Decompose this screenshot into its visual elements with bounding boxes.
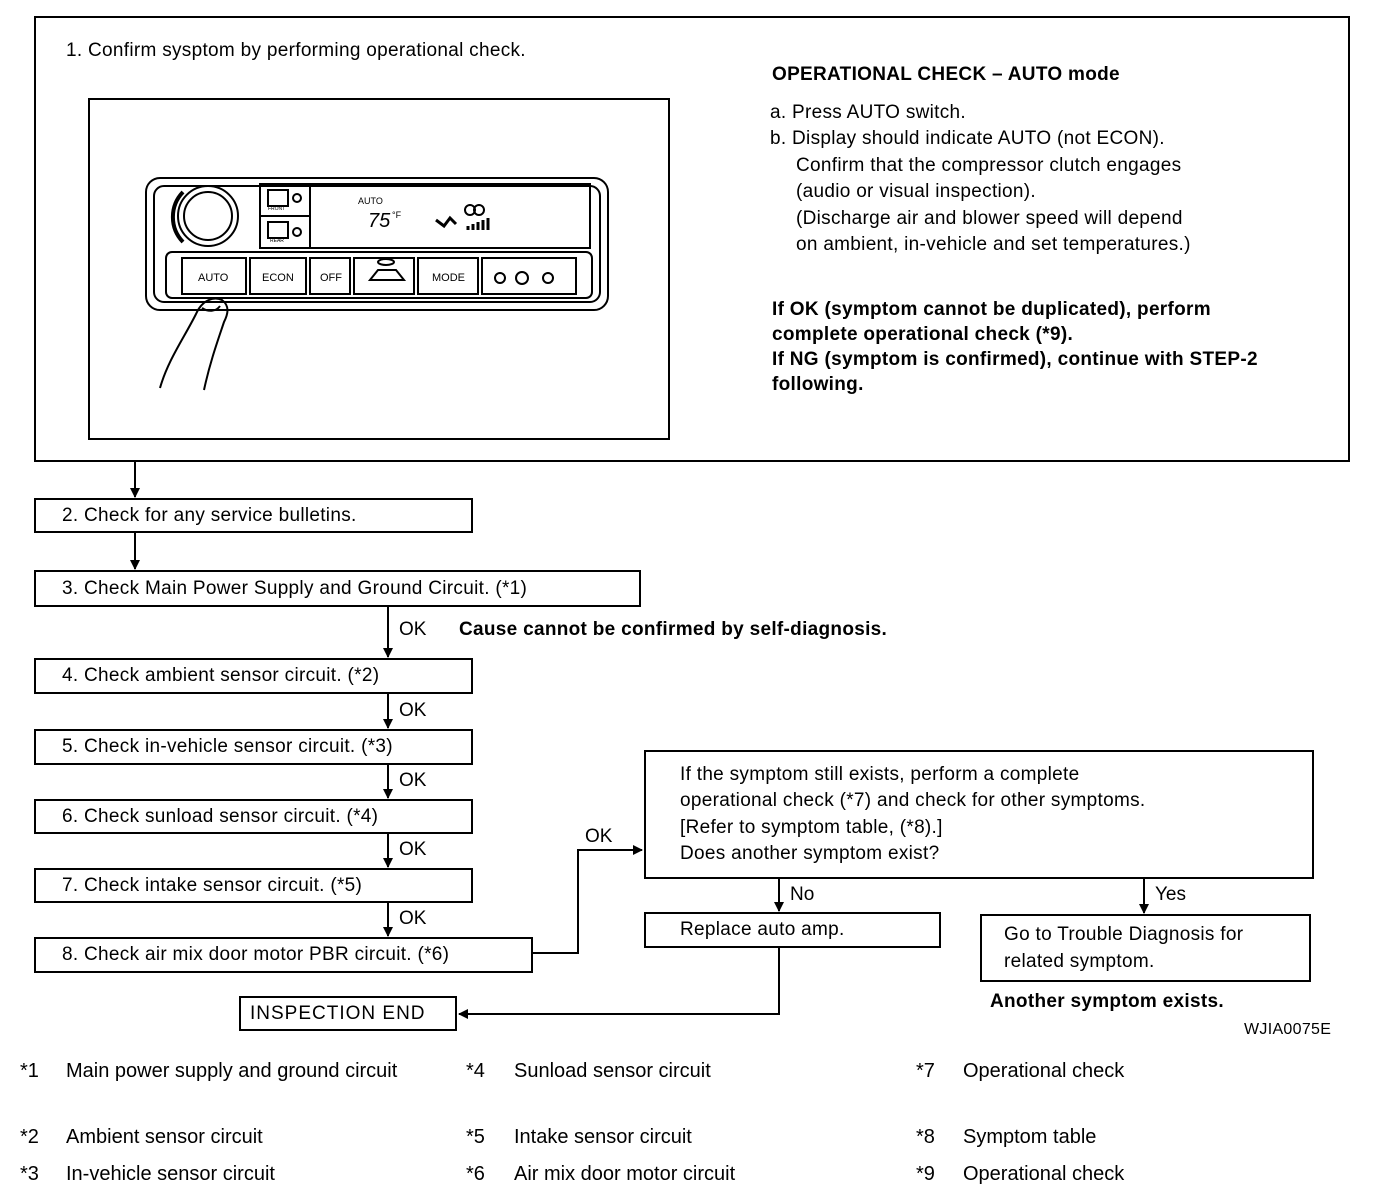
result-line-1: If OK (symptom cannot be duplicated), pe… <box>772 299 1211 320</box>
footnote-text-2: Ambient sensor circuit <box>66 1126 263 1148</box>
footnote-text-7: Operational check <box>963 1060 1125 1082</box>
display-mode-text: AUTO <box>358 196 383 206</box>
replace-label: Replace auto amp. <box>680 919 845 940</box>
trouble-diagnosis-box: Go to Trouble Diagnosis for related symp… <box>980 914 1311 982</box>
step2-label: 2. Check for any service bulletins. <box>62 504 357 526</box>
front-defrost-label: FRONT <box>268 206 286 212</box>
result-line-2: complete operational check (*9). <box>772 324 1074 345</box>
question-line-1: If the symptom still exists, perform a c… <box>680 764 1080 785</box>
footnote-key-3: *3 <box>20 1163 39 1185</box>
yes-label: Yes <box>1155 884 1186 905</box>
no-label: No <box>790 884 815 905</box>
arrow-replace-end <box>458 947 780 1019</box>
ok-label-7-8: OK <box>399 908 427 929</box>
footnote-text-8: Symptom table <box>963 1126 1097 1148</box>
footnote-key-6: *6 <box>466 1163 485 1185</box>
result-line-3: If NG (symptom is confirmed), continue w… <box>772 349 1258 370</box>
auto-button-label: AUTO <box>198 272 229 284</box>
step3-label: 3. Check Main Power Supply and Ground Ci… <box>62 577 528 599</box>
check-line-b5: on ambient, in-vehicle and set temperatu… <box>796 234 1191 255</box>
trouble-line-2: related symptom. <box>1004 951 1155 972</box>
display-unit: °F <box>392 210 402 220</box>
inspection-end-box: INSPECTION END <box>239 996 457 1031</box>
step8-box: 8. Check air mix door motor PBR circuit.… <box>34 937 533 973</box>
cause-note: Cause cannot be confirmed by self-diagno… <box>459 619 888 640</box>
display-temperature: 75 <box>368 210 391 232</box>
step4-box: 4. Check ambient sensor circuit. (*2) <box>34 658 473 694</box>
footnote-text-1: Main power supply and ground circuit <box>66 1060 398 1082</box>
footnote-text-5: Intake sensor circuit <box>514 1126 692 1148</box>
arrow-8-question <box>532 845 643 954</box>
question-line-4: Does another symptom exist? <box>680 843 940 864</box>
econ-button-label: ECON <box>262 272 294 284</box>
check-line-b3: (audio or visual inspection). <box>796 181 1036 202</box>
step2-box: 2. Check for any service bulletins. <box>34 498 473 533</box>
question-box: If the symptom still exists, perform a c… <box>644 750 1314 879</box>
check-line-b2: Confirm that the compressor clutch engag… <box>796 155 1182 176</box>
check-line-b4: (Discharge air and blower speed will dep… <box>796 208 1183 229</box>
mode-button-label: MODE <box>432 272 465 284</box>
off-button-label: OFF <box>320 272 342 284</box>
trouble-line-1: Go to Trouble Diagnosis for <box>1004 924 1244 945</box>
step8-label: 8. Check air mix door motor PBR circuit.… <box>62 944 450 965</box>
step6-box: 6. Check sunload sensor circuit. (*4) <box>34 799 473 834</box>
ok-label-6-7: OK <box>399 839 427 860</box>
inspection-end-label: INSPECTION END <box>250 1002 426 1024</box>
footnote-key-4: *4 <box>466 1060 485 1082</box>
step6-label: 6. Check sunload sensor circuit. (*4) <box>62 805 379 827</box>
another-symptom-note: Another symptom exists. <box>990 991 1224 1012</box>
footnote-key-9: *9 <box>916 1163 935 1185</box>
control-panel-illustration: AUTO 75 °F FRONT REAR AUTO ECON OFF MODE <box>88 98 670 440</box>
step3-box: 3. Check Main Power Supply and Ground Ci… <box>34 570 641 607</box>
footnote-key-5: *5 <box>466 1126 485 1148</box>
ok-label-8-question: OK <box>585 826 613 847</box>
question-line-2: operational check (*7) and check for oth… <box>680 790 1146 811</box>
check-line-a: a. Press AUTO switch. <box>770 102 967 123</box>
rear-defrost-label: REAR <box>270 238 284 244</box>
footnote-key-1: *1 <box>20 1060 39 1082</box>
check-line-b: b. Display should indicate AUTO (not ECO… <box>770 128 1165 149</box>
replace-auto-amp-box: Replace auto amp. <box>644 912 941 948</box>
ok-label-3-4: OK <box>399 619 427 640</box>
step1-title: 1. Confirm sysptom by performing operati… <box>66 40 526 61</box>
result-line-4: following. <box>772 374 864 395</box>
step5-label: 5. Check in-vehicle sensor circuit. (*3) <box>62 736 393 757</box>
step7-label: 7. Check intake sensor circuit. (*5) <box>62 874 363 896</box>
footnote-text-6: Air mix door motor circuit <box>514 1163 736 1185</box>
ok-label-4-5: OK <box>399 700 427 721</box>
step1-box: 1. Confirm sysptom by performing operati… <box>34 16 1350 462</box>
figure-id: WJIA0075E <box>1244 1021 1332 1038</box>
climate-control-drawing <box>145 177 609 391</box>
ok-label-5-6: OK <box>399 770 427 791</box>
footnote-key-2: *2 <box>20 1126 39 1148</box>
footnote-key-7: *7 <box>916 1060 935 1082</box>
step4-label: 4. Check ambient sensor circuit. (*2) <box>62 665 380 686</box>
footnote-text-3: In-vehicle sensor circuit <box>66 1163 275 1185</box>
operational-check-title: OPERATIONAL CHECK – AUTO mode <box>772 64 1120 85</box>
step5-box: 5. Check in-vehicle sensor circuit. (*3) <box>34 729 473 765</box>
footnote-text-9: Operational check <box>963 1163 1125 1185</box>
footnote-key-8: *8 <box>916 1126 935 1148</box>
footnote-text-4: Sunload sensor circuit <box>514 1060 711 1082</box>
question-line-3: [Refer to symptom table, (*8).] <box>680 817 943 838</box>
step7-box: 7. Check intake sensor circuit. (*5) <box>34 868 473 903</box>
